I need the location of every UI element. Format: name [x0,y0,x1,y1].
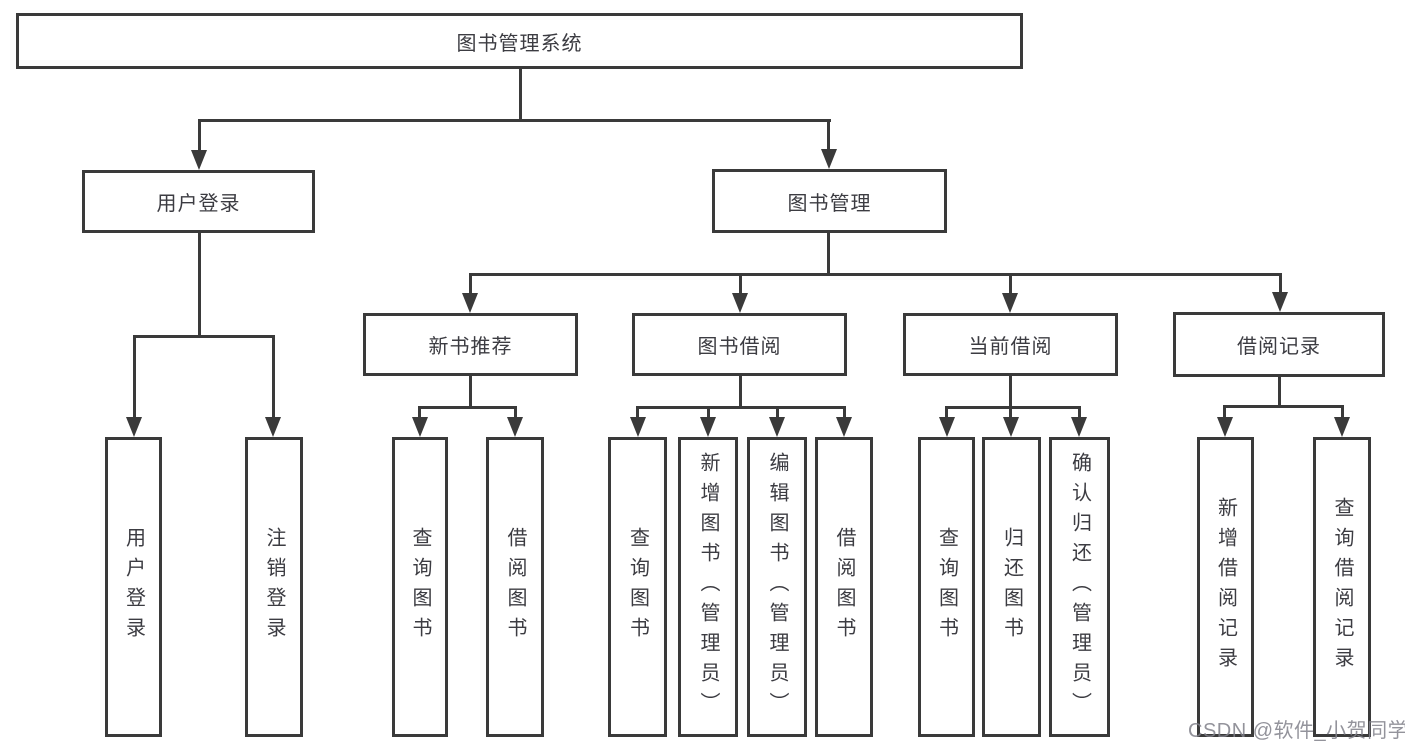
arrow-down-icon [1334,417,1350,437]
leaf-add-books-admin: 新增图书（管理员） [678,437,738,737]
connector-book-borrow-rail [636,406,846,409]
leaf-edit-books-admin: 编辑图书（管理员） [747,437,807,737]
connector-user-login-stem [198,119,201,153]
arrow-down-icon [769,417,785,437]
connector-book-management-trunk [827,233,830,276]
leaf-query-books: 查询图书 [392,437,448,737]
node-borrow-record: 借阅记录 [1173,312,1385,377]
leaf-user-login: 用户登录 [105,437,162,737]
connector-leaf-stem [776,406,779,420]
connector-leaf-stem [1009,273,1012,297]
arrow-down-icon [1071,417,1087,437]
arrow-down-icon [191,150,207,170]
node-book-management: 图书管理 [712,169,947,233]
connector-borrow-record-rail [1223,405,1344,408]
leaf-query-borrow-record: 查询借阅记录 [1313,437,1371,737]
node-root: 图书管理系统 [16,13,1023,69]
arrow-down-icon [836,417,852,437]
watermark: CSDN @软件_小贺同学 [1188,720,1405,742]
connector-user-login-rail [133,335,275,338]
node-book-borrow: 图书借阅 [632,313,847,376]
node-current-borrow: 当前借阅 [903,313,1118,376]
connector-new-book-rail [418,406,517,409]
leaf-add-borrow-record: 新增借阅记录 [1197,437,1254,737]
connector-leaf-stem [1279,273,1282,297]
arrow-down-icon [630,417,646,437]
leaf-borrow-books: 借阅图书 [486,437,544,737]
node-new-book-recommend: 新书推荐 [363,313,578,376]
arrow-down-icon [939,417,955,437]
leaf-confirm-return-admin: 确认归还（管理员） [1049,437,1110,737]
arrow-down-icon [412,417,428,437]
connector-leaf-stem [469,273,472,297]
connector-book-borrow-trunk [739,376,742,409]
connector-borrow-record-trunk [1278,377,1281,408]
connector-leaf-stem [843,406,846,420]
arrow-down-icon [1272,292,1288,312]
connector-leaf-stem [514,406,517,420]
connector-level3-rail [469,273,1282,276]
connector-leaf-stem [1009,406,1012,420]
arrow-down-icon [1002,293,1018,313]
connector-leaf-stem [133,335,136,420]
leaf-query-books: 查询图书 [918,437,975,737]
connector-leaf-stem [418,406,421,420]
connector-current-borrow-rail [945,406,1081,409]
arrow-down-icon [1003,417,1019,437]
arrow-down-icon [700,417,716,437]
connector-book-management-stem [827,119,830,152]
leaf-logout: 注销登录 [245,437,303,737]
connector-leaf-stem [272,335,275,420]
leaf-return-books: 归还图书 [982,437,1041,737]
connector-root-stem [519,69,522,122]
connector-user-login-trunk [198,233,201,338]
connector-current-borrow-trunk [1009,376,1012,409]
leaf-borrow-books: 借阅图书 [815,437,873,737]
arrow-down-icon [265,417,281,437]
connector-leaf-stem [707,406,710,420]
leaf-query-books: 查询图书 [608,437,667,737]
arrow-down-icon [462,293,478,313]
arrow-down-icon [126,417,142,437]
connector-leaf-stem [636,406,639,420]
connector-leaf-stem [945,406,948,420]
arrow-down-icon [507,417,523,437]
node-user-login: 用户登录 [82,170,315,233]
arrow-down-icon [821,149,837,169]
connector-level2-rail [198,119,831,122]
arrow-down-icon [1217,417,1233,437]
connector-leaf-stem [739,273,742,297]
connector-leaf-stem [1341,405,1344,420]
connector-leaf-stem [1223,405,1226,420]
arrow-down-icon [732,293,748,313]
connector-leaf-stem [1078,406,1081,420]
connector-new-book-trunk [469,376,472,409]
